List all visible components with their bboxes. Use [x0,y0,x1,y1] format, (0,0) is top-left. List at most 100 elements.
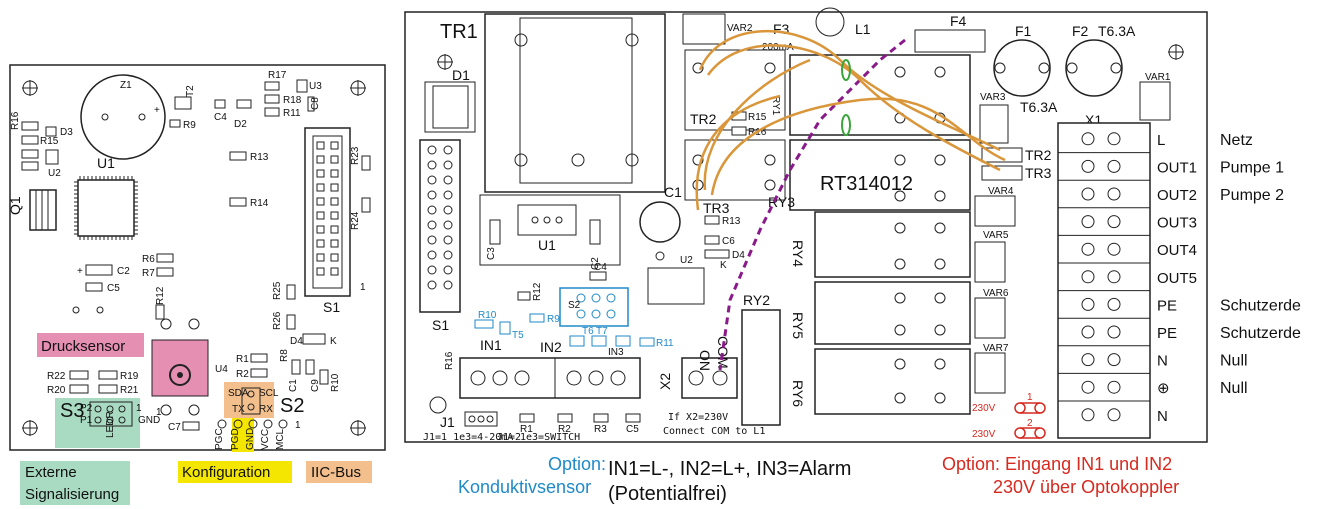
x1-terminal-label: OUT3 [1157,215,1197,232]
ref-tr1: TR1 [440,21,478,43]
x1-terminal-label: OUT2 [1157,187,1197,204]
ref-r11: R11 [283,108,301,119]
x1-screw-terminal [1081,187,1095,201]
ref-r24: R24 [350,211,361,230]
ref-u4: U4 [215,364,228,375]
pin-mcl: MCL [275,428,286,450]
ref-r8: R8 [279,349,290,362]
ref-r7: R7 [142,268,155,279]
cable-tie-icon [841,114,851,136]
plus-c2: + [77,266,83,277]
ref-d4-right: D4 [732,250,745,261]
x1-function-label: Netz [1220,132,1253,149]
ref-ry1: RY1 [770,96,781,116]
label-t63a-bottom: T6.3A [1020,99,1058,115]
x1-terminal-label: N [1157,353,1168,370]
terminal-block-x1 [1057,122,1151,439]
x1-screw-terminal [1081,242,1095,256]
label-opto-2: 2 [1027,418,1033,429]
ref-r11-right: R11 [656,338,674,349]
option-konduktiv-parts [474,287,655,347]
ref-r21: R21 [120,385,139,396]
externe-label-line2: Signalisierung [25,486,119,503]
ref-tr3: TR3 [703,200,730,216]
ref-r18: R18 [283,95,302,106]
caption-opto-line2: 230V über Optokoppler [993,477,1179,497]
ref-u2: U2 [48,168,61,179]
x1-terminal-label: OUT5 [1157,270,1197,287]
relay-ry5 [814,281,971,345]
ref-r2-right: R2 [558,424,571,435]
ref-t5: T5 [512,330,524,341]
ref-u2-right: U2 [680,255,693,266]
capacitor-c1 [639,201,681,243]
ref-r15: R15 [40,136,59,147]
ref-r23: R23 [350,146,361,165]
caption-in-line2: (Potentialfrei) [608,483,727,505]
drucksensor-label: Drucksensor [41,338,125,355]
ref-in2: IN2 [540,339,562,355]
ref-r1-right: R1 [520,424,533,435]
mcu-u1 [77,179,135,237]
x1-screw-terminal [1081,159,1095,173]
ref-q1: Q1 [7,196,23,215]
ref-r9-right: R9 [547,314,560,325]
pin-gnd: GND [138,415,160,426]
x1-function-label: Schutzerde [1220,325,1301,342]
x1-screw-terminal [1107,270,1121,284]
ref-r6: R6 [142,254,155,265]
x1-function-label: Pumpe 1 [1220,159,1284,176]
ref-var3: VAR3 [980,92,1006,103]
ref-r19: R19 [120,371,139,382]
pin-p2: P2 [80,403,93,414]
x1-screw-terminal [1107,159,1121,173]
pin-scl: SCL [259,388,279,399]
label-com: COM [715,336,731,369]
wire-bundle [695,30,1006,211]
label-230v-1: 230V [972,403,996,414]
ref-u3: U3 [309,81,322,92]
ref-var7: VAR7 [983,343,1009,354]
x1-screw-terminal [1107,408,1121,422]
ref-r12-right: R12 [532,282,543,301]
ref-c3: C3 [486,247,497,260]
ref-tr2-jumper: TR2 [1025,147,1052,163]
ref-c5-right: C5 [626,424,639,435]
input-terminal-block [459,357,641,399]
crystal-q1 [29,189,57,231]
ref-tr2: TR2 [690,111,717,127]
relay-ry4 [814,211,971,278]
ref-k: K [330,336,337,347]
pin-p1: P1 [80,415,93,426]
ref-x2: X2 [657,373,673,390]
ref-var4: VAR4 [988,186,1014,197]
buzzer-z1 [80,74,166,160]
relay-ry2 [741,309,781,426]
right-board: TR1 D1 S1 [404,7,1301,443]
pin-ledr: LEDR [105,411,116,438]
ref-var1: VAR1 [1145,72,1171,83]
ref-l1: L1 [855,21,871,37]
note-j1-1: J1=1 1e3=4-20mA [423,432,513,443]
ref-j1: J1 [440,414,455,430]
ref-ry6: RY6 [790,380,806,407]
pin-pgc: PGC [214,428,225,450]
x1-screw-terminal [1107,242,1121,256]
label-opto-1: 1 [1027,392,1033,403]
ref-c1: C1 [288,379,299,392]
ref-r25: R25 [272,281,283,300]
ref-f1: F1 [1015,23,1032,39]
label-on: ON [697,350,713,371]
ref-r22: R22 [47,371,66,382]
pin-gnd2: GND [245,428,256,450]
connector-s1-right [419,139,461,313]
ref-var5: VAR5 [983,230,1009,241]
opto-jumpers [1014,402,1046,439]
ref-r9: R9 [183,120,196,131]
ref-r1: R1 [236,354,249,365]
x1-terminal-label: L [1157,132,1165,149]
x1-terminal-label: OUT1 [1157,159,1197,176]
transistor-t2 [174,96,192,110]
ref-c6: C6 [722,236,735,247]
pin-sda: SDA [228,388,249,399]
